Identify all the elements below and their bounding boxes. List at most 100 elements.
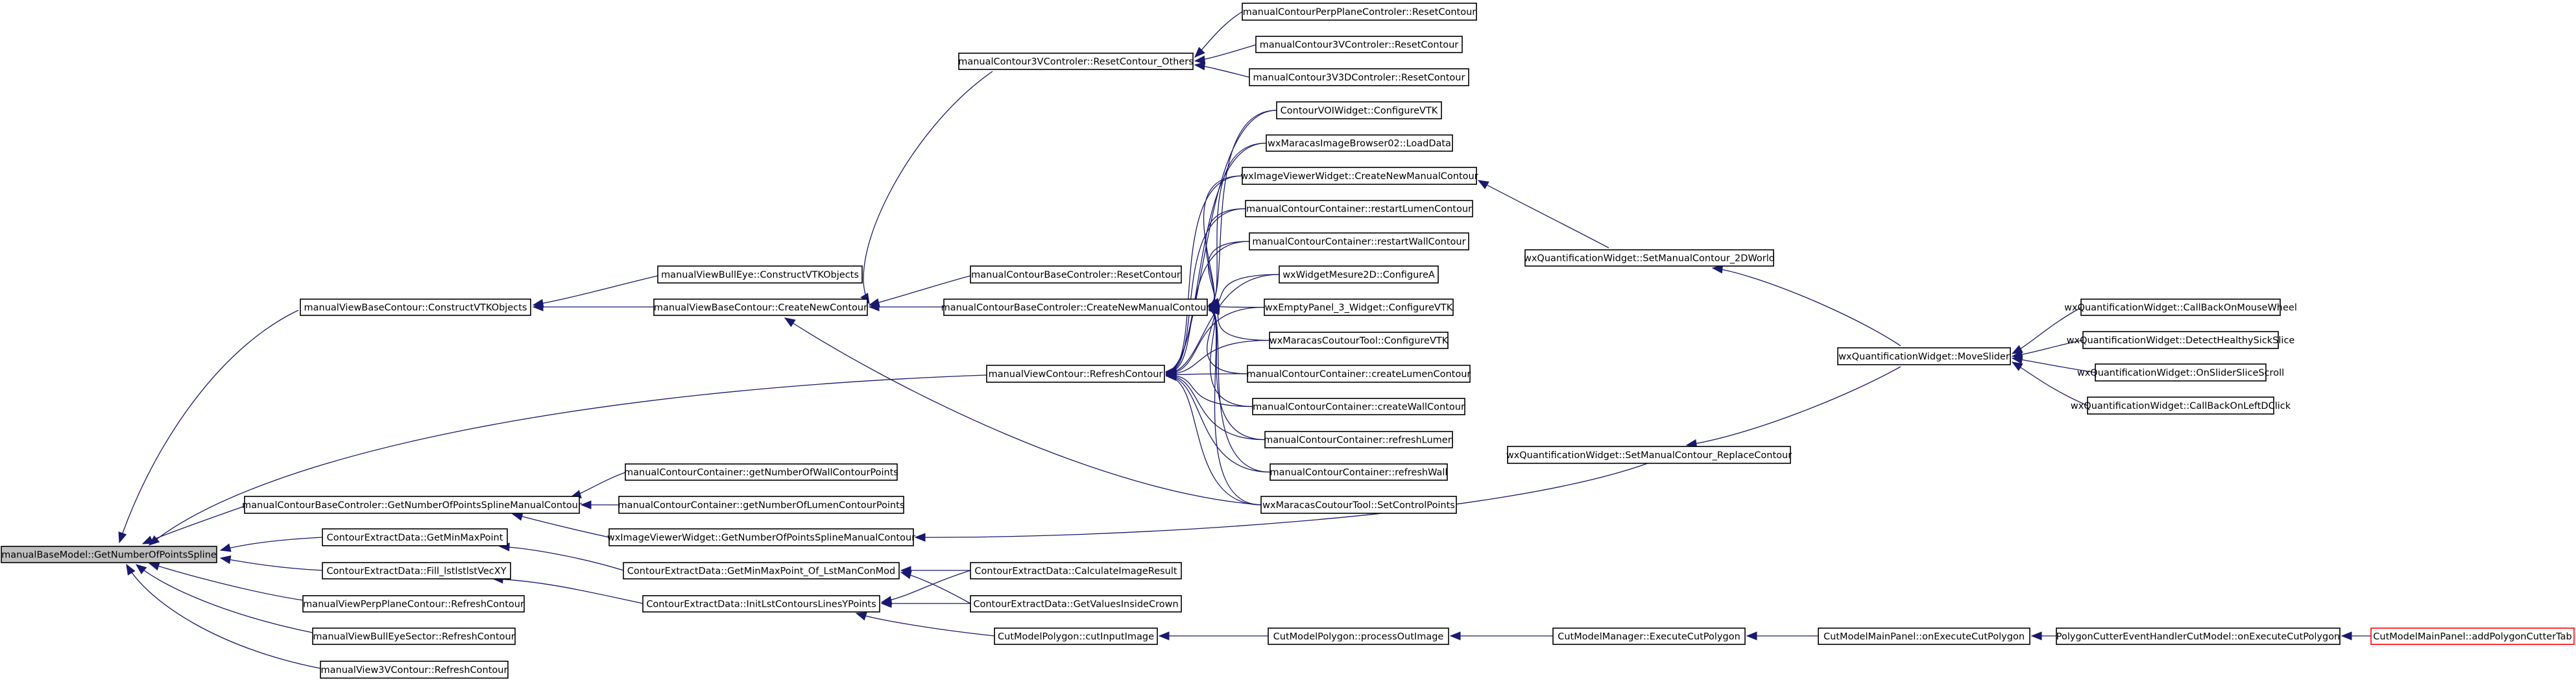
- node-move-slider[interactable]: wxQuantificationWidget::MoveSlider: [1837, 347, 2011, 365]
- node-c3v-reset[interactable]: manualContour3VControler::ResetContour: [1255, 36, 1463, 53]
- node-box: [2087, 396, 2274, 415]
- node-process-out[interactable]: CutModelPolygon::processOutImage: [1268, 627, 1449, 645]
- node-label: CutModelMainPanel::addPolygonCutterTab: [2373, 632, 2571, 642]
- node-box: [2082, 331, 2279, 349]
- node-box: [657, 265, 863, 284]
- edge-mesure_configure-to-view_refresh: [1166, 274, 1280, 374]
- edge-cut_input-to-init_lst: [856, 613, 995, 637]
- node-wx-get-num-spline[interactable]: wxImageViewerWidget::GetNumberOfPointsSp…: [607, 528, 915, 546]
- node-calc-image[interactable]: ContourExtractData::CalculateImageResult: [970, 562, 1182, 579]
- node-box: [642, 595, 880, 613]
- node-refresh-lumen[interactable]: manualContourContainer::refreshLumen: [1264, 431, 1454, 448]
- node-init-lst[interactable]: ContourExtractData::InitLstContoursLines…: [642, 595, 880, 613]
- node-c3v3d-reset[interactable]: manualContour3V3DControler::ResetContour: [1249, 68, 1469, 86]
- node-box: [2056, 627, 2341, 645]
- node-label: manualContourContainer::refreshLumen: [1264, 435, 1454, 446]
- arrowhead: [1165, 372, 1177, 381]
- node-label: manualViewContour::RefreshContour: [989, 369, 1163, 380]
- node-box: [1270, 463, 1448, 481]
- node-restart-lumen[interactable]: manualContourContainer::restartLumenCont…: [1245, 200, 1473, 217]
- arrowhead: [511, 512, 524, 521]
- node-root[interactable]: manualBaseModel::GetNumberOfPointsSpline: [1, 546, 217, 563]
- node-get-num-lumen[interactable]: manualContourContainer::getNumberOfLumen…: [618, 496, 905, 514]
- node-label: wxQuantificationWidget::MoveSlider: [1838, 352, 2010, 362]
- node-get-num-wall[interactable]: manualContourContainer::getNumberOfWallC…: [624, 463, 898, 481]
- edge-set_control_points-to-create_new_manual: [1209, 310, 1262, 505]
- node-label: wxQuantificationWidget::SetManualContour…: [1524, 254, 1775, 264]
- node-box: [1279, 265, 1439, 284]
- node-box: [1552, 627, 1746, 645]
- node-detect-healthy[interactable]: wxQuantificationWidget::DetectHealthySic…: [2067, 331, 2295, 349]
- node-box: [970, 265, 1182, 284]
- node-box: [653, 298, 868, 316]
- node-empty-panel-configure[interactable]: wxEmptyPanel_3_Widget::ConfigureVTK: [1264, 298, 1454, 316]
- node-box: [1242, 3, 1477, 21]
- node-load-data[interactable]: wxMaracasImageBrowser02::LoadData: [1266, 134, 1453, 152]
- node-label: ContourExtractData::InitLstContoursLines…: [646, 600, 876, 610]
- edge-set_manual_replace-to-wx_get_num_spline: [915, 463, 1648, 538]
- node-box: [2080, 298, 2281, 316]
- arrowhead: [1194, 55, 1206, 64]
- edge-restart_wall-to-create_new_manual: [1207, 241, 1250, 308]
- node-on-slider-scroll[interactable]: wxQuantificationWidget::OnSliderSliceScr…: [2077, 363, 2284, 382]
- node-reset-others[interactable]: manualContour3VControler::ResetContour_O…: [958, 53, 1194, 70]
- edge-coutour_configure-to-view_refresh: [1166, 339, 1270, 375]
- node-bulleye-sector-refresh[interactable]: manualViewBullEyeSector::RefreshContour: [312, 627, 516, 645]
- node-label: ContourExtractData::GetMinMaxPoint: [327, 533, 503, 543]
- node-cb-left-click[interactable]: wxQuantificationWidget::CallBackOnLeftDC…: [2071, 396, 2291, 415]
- node-cut-input[interactable]: CutModelPolygon::cutInputImage: [994, 627, 1158, 645]
- edge-get_min_max_lst-to-get_min_max_point: [499, 546, 624, 571]
- node-bulleye-construct[interactable]: manualViewBullEye::ConstructVTKObjects: [657, 265, 863, 284]
- node-create-lumen[interactable]: manualContourContainer::createLumenConto…: [1247, 365, 1471, 383]
- node-create-new-manual[interactable]: manualContourBaseControler::CreateNewMan…: [941, 298, 1210, 316]
- node-create-new-manual-wx[interactable]: wxImageViewerWidget::CreateNewManualCont…: [1240, 167, 1478, 185]
- node-box: [1242, 167, 1477, 185]
- node-polygon-cutter[interactable]: PolygonCutterEventHandlerCutModel::onExe…: [2056, 627, 2341, 645]
- node-restart-wall[interactable]: manualContourContainer::restartWallConto…: [1249, 232, 1469, 250]
- node-box: [1524, 249, 1774, 267]
- node-box: [1264, 431, 1453, 448]
- node-label: manualContourBaseControler::ResetContour: [971, 270, 1181, 280]
- node-get-min-max-lst[interactable]: ContourExtractData::GetMinMaxPoint_Of_Ls…: [623, 562, 900, 579]
- node-get-min-max-point[interactable]: ContourExtractData::GetMinMaxPoint: [322, 528, 508, 546]
- node-view-refresh[interactable]: manualViewContour::RefreshContour: [986, 365, 1165, 383]
- node-box: [986, 365, 1165, 383]
- edge-bulleye_construct-to-construct_vtk: [533, 275, 658, 306]
- arrowhead: [2011, 361, 2023, 371]
- node-get-values-crown[interactable]: ContourExtractData::GetValuesInsideCrown: [970, 595, 1182, 613]
- node-add-polygon-tab[interactable]: CutModelMainPanel::addPolygonCutterTab: [2370, 627, 2575, 645]
- node-set-control-points[interactable]: wxMaracasCoutourTool::SetControlPoints: [1260, 496, 1457, 514]
- edge-cb_left_click-to-move_slider: [2012, 361, 2088, 406]
- node-mesure-configure[interactable]: wxWidgetMesure2D::ConfigureA: [1279, 265, 1439, 284]
- node-box: [623, 562, 900, 579]
- node-set-manual-2d[interactable]: wxQuantificationWidget::SetManualContour…: [1524, 249, 1775, 267]
- node-construct-vtk[interactable]: manualViewBaseContour::ConstructVTKObjec…: [300, 298, 531, 316]
- node-set-manual-replace[interactable]: wxQuantificationWidget::SetManualContour…: [1506, 446, 1792, 464]
- arrowhead: [532, 302, 544, 311]
- node-box: [1260, 496, 1457, 514]
- node-perp-plane-refresh[interactable]: manualViewPerpPlaneContour::RefreshConto…: [302, 595, 525, 613]
- node-box: [1268, 627, 1449, 645]
- node-label: PolygonCutterEventHandlerCutModel::onExe…: [2056, 632, 2341, 642]
- node-voi-configure[interactable]: ContourVOIWidget::ConfigureVTK: [1276, 101, 1442, 119]
- edge-init_lst-to-fill_lst: [492, 578, 644, 604]
- node-box: [1247, 365, 1471, 383]
- node-get-num-spline-manual[interactable]: manualContourBaseControler::GetNumberOfP…: [242, 496, 582, 514]
- node-box: [625, 463, 898, 481]
- node-cb-mouse-wheel[interactable]: wxQuantificationWidget::CallBackOnMouseW…: [2064, 298, 2297, 316]
- arrowhead: [1158, 631, 1170, 640]
- node-create-wall[interactable]: manualContourContainer::createWallContou…: [1252, 398, 1465, 415]
- edge-set_manual_2d-to-create_new_manual_wx: [1478, 180, 1609, 249]
- node-on-execute-panel[interactable]: CutModelMainPanel::onExecuteCutPolygon: [1818, 627, 2030, 645]
- node-coutour-configure[interactable]: wxMaracasCoutourTool::ConfigureVTK: [1269, 332, 1449, 349]
- node-box: [1249, 232, 1469, 250]
- node-fill-lst[interactable]: ContourExtractData::Fill_lstlstlstVecXY: [322, 562, 511, 579]
- node-execute-cut[interactable]: CutModelManager::ExecuteCutPolygon: [1552, 627, 1746, 645]
- node-refresh-wall[interactable]: manualContourContainer::refreshWall: [1270, 463, 1448, 481]
- node-label: manualContourContainer::createLumenConto…: [1247, 369, 1471, 380]
- node-v3v-refresh[interactable]: manualView3VContour::RefreshContour: [320, 661, 509, 679]
- node-label: wxMaracasCoutourTool::ConfigureVTK: [1270, 336, 1449, 347]
- node-create-new-contour[interactable]: manualViewBaseContour::CreateNewContour: [653, 298, 868, 316]
- node-perp-reset[interactable]: manualContourPerpPlaneControler::ResetCo…: [1242, 3, 1477, 21]
- node-base-reset[interactable]: manualContourBaseControler::ResetContour: [970, 265, 1182, 284]
